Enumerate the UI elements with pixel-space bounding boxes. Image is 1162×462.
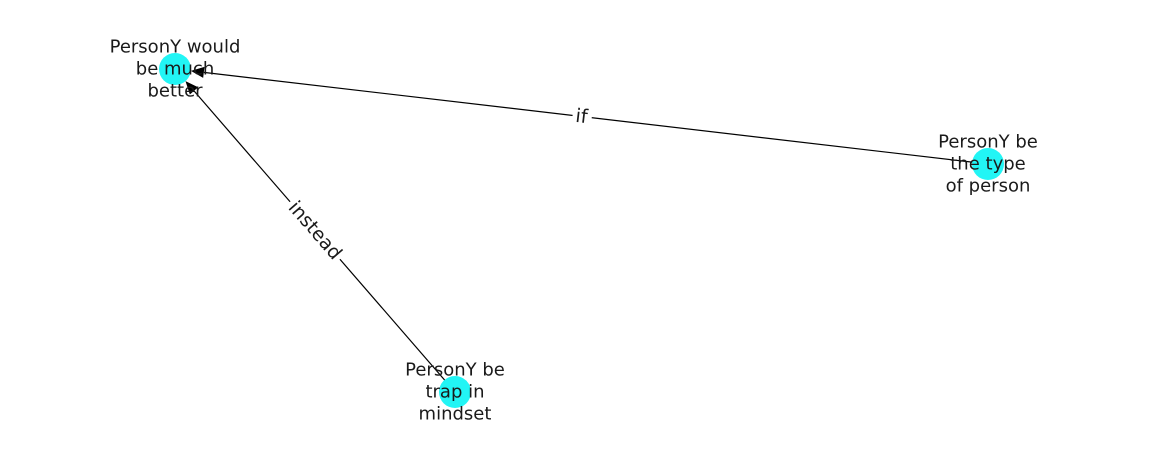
node-label-line: better bbox=[147, 81, 203, 102]
edge-line-n2-n1 bbox=[203, 71, 989, 165]
edge-label-group-n3-n1: instead bbox=[281, 193, 349, 268]
node-label-line: PersonY would bbox=[110, 37, 241, 58]
edge-label: instead bbox=[284, 197, 347, 264]
edge-label: if bbox=[574, 105, 590, 128]
arrow-head-n3-n1 bbox=[185, 81, 199, 95]
edge-label-group-n2-n1: if bbox=[571, 103, 594, 130]
node-label-line: PersonY be bbox=[405, 360, 505, 381]
graph-node-n2 bbox=[972, 148, 1004, 180]
node-label-line: PersonY be bbox=[938, 132, 1038, 153]
graph-node-n3 bbox=[439, 376, 471, 408]
edge-label-background bbox=[281, 193, 349, 268]
node-label-line: trap in bbox=[425, 382, 484, 403]
arrow-head-n2-n1 bbox=[190, 66, 205, 78]
edge-label-background bbox=[571, 103, 594, 130]
graph-node-n1 bbox=[159, 53, 191, 85]
node-label-line: of person bbox=[946, 176, 1031, 197]
node-label-line: the type bbox=[950, 154, 1025, 175]
node-label-line: be much bbox=[136, 59, 214, 80]
edge-labels-layer: if instead bbox=[281, 103, 594, 268]
node-label-line: mindset bbox=[419, 404, 492, 425]
